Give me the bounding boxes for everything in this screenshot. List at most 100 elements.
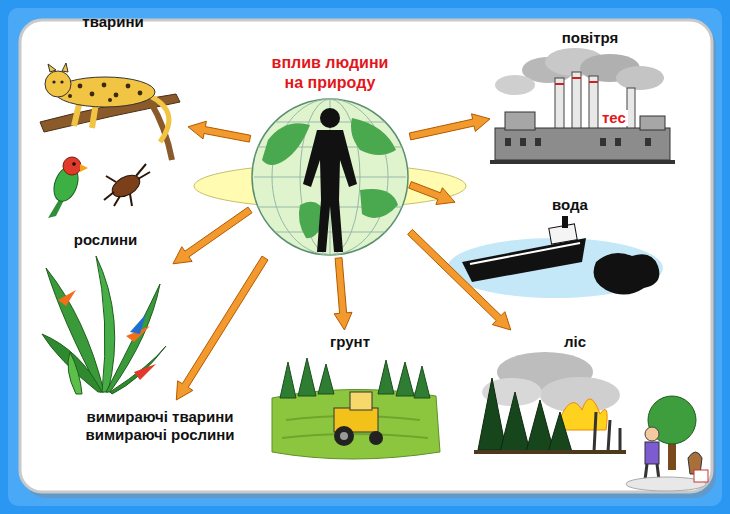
node-heading: ліс [564, 333, 586, 351]
field-figure-part-part [280, 362, 296, 398]
leopard-figure-part-part [68, 94, 72, 98]
field-figure-part-part [414, 366, 430, 398]
power-plant-figure-part-part [535, 138, 541, 146]
soil-node: грунт [265, 330, 435, 465]
field-figure-part [369, 431, 383, 445]
forest-fire-figure-part [594, 412, 620, 452]
beetle-figure-part [104, 164, 150, 206]
power-plant-figure-part-part [600, 138, 606, 146]
leopard-figure-part [45, 71, 71, 97]
child-tree-figure-part [694, 470, 708, 482]
plants-figure-part [110, 346, 166, 394]
field-figure-part-part [298, 358, 316, 396]
node-heading: вимираючі тварини вимираючі рослини [75, 408, 245, 444]
field-figure-part [272, 389, 440, 459]
power-plant-figure-part [616, 66, 664, 90]
field-figure-part-part [396, 362, 414, 396]
power-plant-figure-part-part [615, 138, 621, 146]
arrow-connector [334, 258, 352, 330]
field-figure-part [334, 426, 354, 446]
tanker-figure-part [562, 216, 568, 228]
beetle-figure [104, 164, 150, 206]
globe-figure-part [351, 118, 396, 155]
leopard-figure-part-part [114, 93, 119, 98]
leopard-figure-part-part [108, 98, 112, 102]
globe-figure [194, 99, 466, 255]
title-node: вплив людини на природу [250, 50, 410, 258]
background-frame-part [20, 20, 712, 492]
leopard-figure-part [68, 83, 142, 102]
leopard-figure-part [150, 96, 169, 142]
power-plant-figure-part [555, 78, 598, 84]
globe-figure-part [252, 99, 408, 255]
forest-fire-figure-part-part [526, 400, 554, 452]
plants-figure-part [58, 290, 76, 306]
power-plant-figure-part-part [589, 81, 598, 83]
field-figure-part [340, 432, 348, 440]
beetle-figure-part [109, 171, 144, 202]
node-heading: тварини [82, 13, 143, 31]
plants-figure-part [134, 364, 156, 380]
leopard-figure-part-part [78, 84, 83, 89]
field-figure [272, 358, 440, 459]
globe-figure-part-part [275, 232, 385, 233]
power-plant-figure-part [495, 128, 670, 160]
plants-node: рослини [38, 228, 173, 394]
node-heading: вплив людини на природу [268, 53, 393, 93]
leopard-figure-part-part [126, 84, 131, 89]
node-heading: грунт [330, 333, 370, 351]
leopard-figure-part-part [102, 83, 107, 88]
node-heading: повітря [562, 29, 619, 47]
leopard-figure-part-part [138, 91, 143, 96]
parrot-figure [48, 157, 88, 218]
forest-fire-figure [474, 352, 626, 454]
arrow-connector [176, 256, 268, 400]
parrot-figure-part [72, 162, 76, 166]
field-figure-part [350, 392, 372, 410]
forest-fire-figure-part [474, 450, 626, 454]
arrow-connector [173, 207, 252, 264]
leopard-figure-part [52, 80, 55, 83]
arrow-connector [408, 229, 511, 330]
air-node: повітря [490, 26, 690, 168]
parrot-figure-part [63, 157, 81, 175]
power-plant-figure-part [495, 75, 535, 95]
globe-figure-part [303, 130, 357, 252]
globe-figure-part [360, 189, 398, 218]
field-figure-part-part [318, 364, 334, 394]
child-tree-figure-part [645, 427, 659, 441]
node-heading: рослини [74, 231, 138, 249]
power-plant-figure-part-part [555, 83, 564, 85]
plant-label: тес [600, 110, 628, 126]
power-plant-figure-part-part [645, 138, 651, 146]
node-heading: вода [552, 196, 588, 214]
leopard-figure-part-part [90, 92, 95, 97]
forest-fire-figure-part-part [500, 392, 530, 452]
plants-figure [42, 256, 166, 394]
background-frame-part [8, 8, 722, 506]
forest-node: ліс [480, 330, 670, 455]
leopard-figure-part [48, 63, 68, 72]
forest-fire-figure-part [560, 399, 607, 430]
water-node: вода [455, 193, 685, 300]
parrot-figure-part [80, 164, 88, 172]
forest-fire-figure-part-part [548, 412, 572, 452]
extinct-species-node: вимираючі тварини вимираючі рослини [60, 400, 260, 452]
power-plant-figure-part [505, 138, 651, 146]
animals-node: тварини [38, 10, 188, 215]
arrow-connector [409, 182, 455, 205]
plants-figure-part [130, 314, 146, 334]
field-figure-part [282, 434, 428, 438]
tanker-figure [447, 216, 663, 298]
tanker-figure-part [594, 253, 660, 294]
forest-fire-figure-part-part [478, 378, 506, 450]
power-plant-figure-part-part [520, 138, 526, 146]
child-tree-figure [626, 396, 708, 491]
forest-fire-figure-part [478, 378, 572, 452]
plants-figure-part [68, 352, 82, 394]
globe-figure-part [320, 108, 340, 128]
arrow-connector [188, 121, 251, 142]
